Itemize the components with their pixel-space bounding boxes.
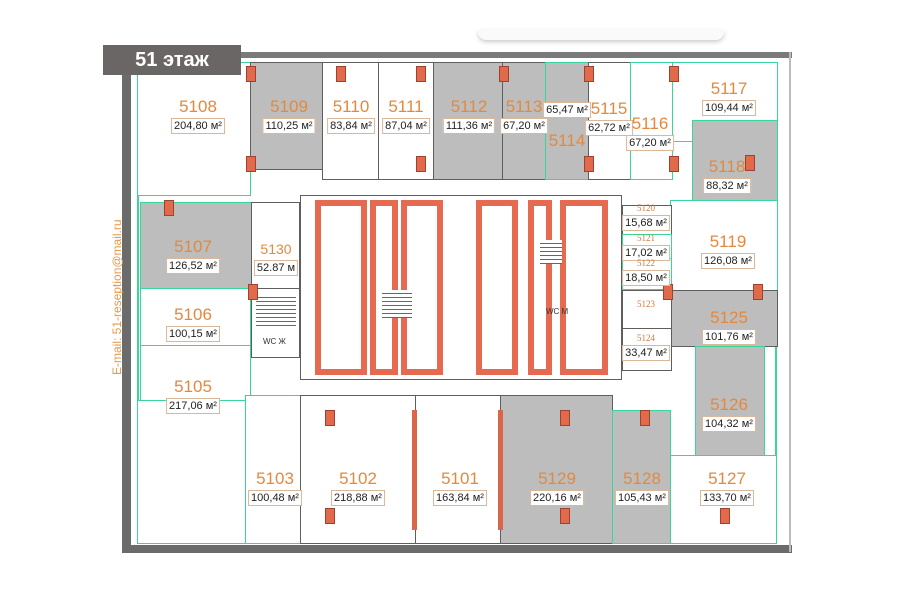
building-wall-right [789,52,791,552]
wall-column [412,410,417,530]
column [164,200,174,216]
building-wall-bottom [122,545,792,553]
room-5116[interactable] [630,62,673,180]
column [560,508,570,524]
column [325,508,335,524]
column [745,155,755,171]
room-5101[interactable] [415,395,501,544]
room-5128[interactable] [612,410,671,544]
wc-stalls [256,296,296,326]
column [246,156,256,172]
room-5107[interactable] [140,202,252,289]
room-unlabeled-sw [137,400,246,544]
column [499,66,509,82]
wall-column [498,410,503,530]
elevator-shaft [528,200,552,375]
building-wall-top [240,52,792,58]
column [584,156,594,172]
staircase [382,290,412,318]
top-scroll-bar [478,30,724,40]
room-5126[interactable] [695,346,765,456]
elevator-shaft [560,200,608,375]
column [416,66,426,82]
wc-men-label: WC М [546,307,569,316]
room-5105[interactable] [140,345,251,401]
floor-label: 51 этаж [103,45,241,75]
column [584,66,594,82]
room-5129[interactable] [500,395,613,544]
column [669,66,679,82]
staircase [540,240,562,264]
column [248,284,258,300]
wc-women-label: WC Ж [263,337,286,346]
room-5127[interactable] [670,455,777,544]
elevator-shaft [315,200,367,375]
column [336,66,346,82]
column [246,66,256,82]
column [720,508,730,524]
elevator-shaft [401,200,443,375]
room-5123-label: 5123 [637,299,655,309]
building-wall-left [122,50,131,553]
room-5109[interactable] [250,62,323,170]
column [560,410,570,426]
column [325,410,335,426]
room-5119[interactable] [670,200,778,291]
column [416,156,426,172]
contact-email: E-mail: 51-reseption@mail.ru [110,219,124,375]
column [663,284,673,300]
column [753,284,763,300]
elevator-shaft [476,200,518,375]
column [669,156,679,172]
column [640,410,650,426]
elevator-shaft [370,200,398,375]
room-5103[interactable] [245,395,301,544]
room-5114[interactable] [545,62,589,180]
